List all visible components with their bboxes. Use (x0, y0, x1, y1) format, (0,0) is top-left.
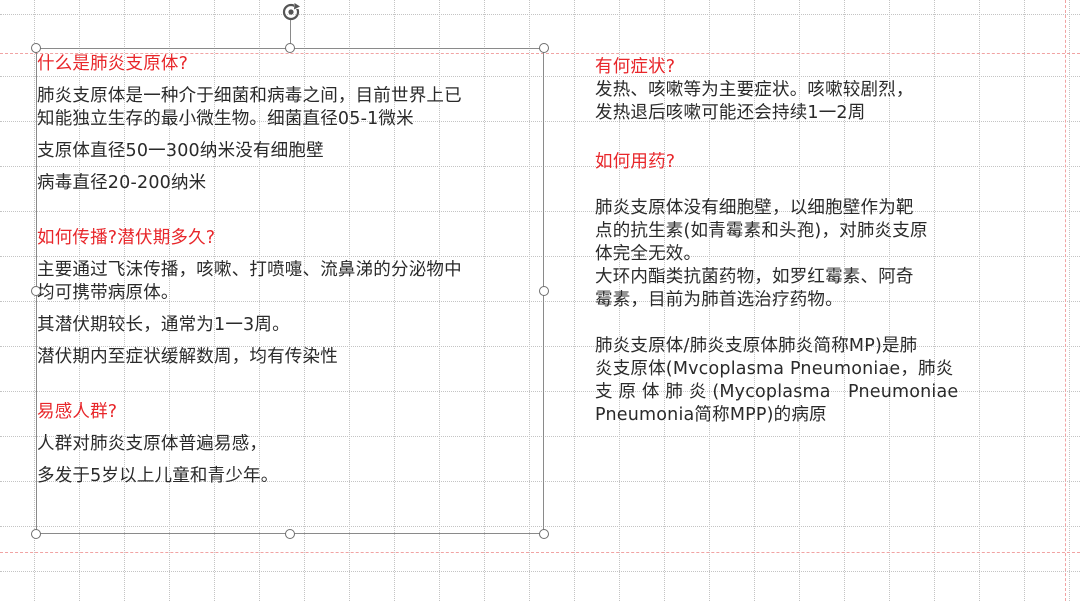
grid-line (0, 121, 1080, 122)
grid-line (0, 391, 1080, 392)
right-line: 支 原 体 肺 炎 (Mycoplasma Pneumoniae (595, 382, 959, 402)
grid-line (619, 0, 620, 601)
resize-handle-left[interactable] (31, 286, 41, 296)
grid-line (439, 0, 440, 601)
rotate-connector (290, 20, 291, 48)
resize-handle-right[interactable] (539, 286, 549, 296)
grid-line (79, 0, 80, 601)
right-heading-2: 如何用药? (595, 152, 676, 172)
guide-line-right[interactable] (1065, 0, 1066, 601)
right-text-box[interactable]: 有何症状? 发热、咳嗽等为主要症状。咳嗽较剧烈， 发热退后咳嗽可能还会持续1一2… (595, 56, 980, 427)
grid-line (0, 14, 1080, 15)
grid-line (214, 0, 215, 601)
grid-line (0, 436, 1080, 437)
grid-line (0, 526, 1080, 527)
grid-line (34, 0, 35, 601)
left-line: 多发于5岁以上儿童和青少年。 (37, 466, 279, 486)
grid-line (0, 301, 1080, 302)
resize-handle-bottom[interactable] (285, 529, 295, 539)
left-heading-3: 易感人群? (37, 402, 118, 422)
left-line: 其潜伏期较长，通常为1一3周。 (37, 315, 290, 335)
right-line: Pneumonia简称MPP)的病原 (595, 405, 827, 425)
grid-line (259, 0, 260, 601)
grid-line (349, 0, 350, 601)
grid-line (574, 0, 575, 601)
guide-line-top[interactable] (0, 53, 1080, 54)
rotate-handle-icon[interactable] (280, 1, 302, 23)
grid-line (799, 0, 800, 601)
grid-line (844, 0, 845, 601)
grid-line (0, 256, 1080, 257)
grid-line (169, 0, 170, 601)
grid-line (0, 211, 1080, 212)
resize-handle-bottom-left[interactable] (31, 529, 41, 539)
left-line: 支原体直径50一300纳米没有细胞壁 (37, 141, 324, 161)
grid-line (124, 0, 125, 601)
right-line: 炎支原体(Mvcoplasma Pneumoniae，肺炎 (595, 359, 954, 379)
right-line (595, 312, 980, 335)
left-line: 潜伏期内至症状缓解数周，均有传染性 (37, 347, 338, 367)
grid-line (484, 0, 485, 601)
right-line: 发热、咳嗽等为主要症状。咳嗽较剧烈， (595, 80, 914, 100)
grid-line (709, 0, 710, 601)
right-heading-1: 有何症状? (595, 57, 676, 77)
grid-line (979, 0, 980, 601)
grid-line (934, 0, 935, 601)
left-line: 人群对肺炎支原体普遍易感， (37, 434, 268, 454)
grid-line (0, 571, 1080, 572)
right-line: 肺炎支原体没有细胞壁，以细胞壁作为靶 (595, 198, 914, 218)
selection-frame (36, 48, 544, 534)
left-heading-2: 如何传播?潜伏期多久? (37, 228, 216, 248)
left-text-box[interactable]: 什么是肺炎支原体? 肺炎支原体是一种介于细菌和病毒之间，目前世界上已 知能独立生… (37, 53, 543, 488)
grid-line (889, 0, 890, 601)
right-line: 发热退后咳嗽可能还会持续1一2周 (595, 103, 866, 123)
right-line: 点的抗生素(如青霉素和头孢)，对肺炎支原 (595, 221, 928, 241)
left-heading-1: 什么是肺炎支原体? (37, 54, 189, 74)
grid-line (754, 0, 755, 601)
guide-line-bottom[interactable] (0, 552, 1080, 553)
left-line: 肺炎支原体是一种介于细菌和病毒之间，目前世界上已 (37, 86, 462, 106)
right-line: 大环内酯类抗菌药物，如罗红霉素、阿奇 (595, 267, 914, 287)
resize-handle-top-right[interactable] (539, 43, 549, 53)
left-line: 病毒直径20-200纳米 (37, 173, 207, 193)
grid-line (1024, 0, 1025, 601)
grid-line (394, 0, 395, 601)
grid-line (0, 76, 1080, 77)
left-line: 主要通过飞沫传播，咳嗽、打喷嚏、流鼻涕的分泌物中 (37, 260, 462, 280)
left-line: 均可携带病原体。 (37, 283, 179, 303)
left-line: 知能独立生存的最小微生物。细菌直径05-1微米 (37, 109, 414, 129)
right-line: 体完全无效。 (595, 244, 702, 264)
right-line: 霉素，目前为肺首选治疗药物。 (595, 290, 843, 310)
grid-line (0, 166, 1080, 167)
grid-line (0, 481, 1080, 482)
grid-line (304, 0, 305, 601)
resize-handle-top-left[interactable] (31, 43, 41, 53)
grid-line (529, 0, 530, 601)
grid-line (664, 0, 665, 601)
right-line: 肺炎支原体/肺炎支原体肺炎简称MP)是肺 (595, 336, 918, 356)
resize-handle-bottom-right[interactable] (539, 529, 549, 539)
resize-handle-top[interactable] (285, 43, 295, 53)
grid-line (0, 346, 1080, 347)
grid-line (1069, 0, 1070, 601)
